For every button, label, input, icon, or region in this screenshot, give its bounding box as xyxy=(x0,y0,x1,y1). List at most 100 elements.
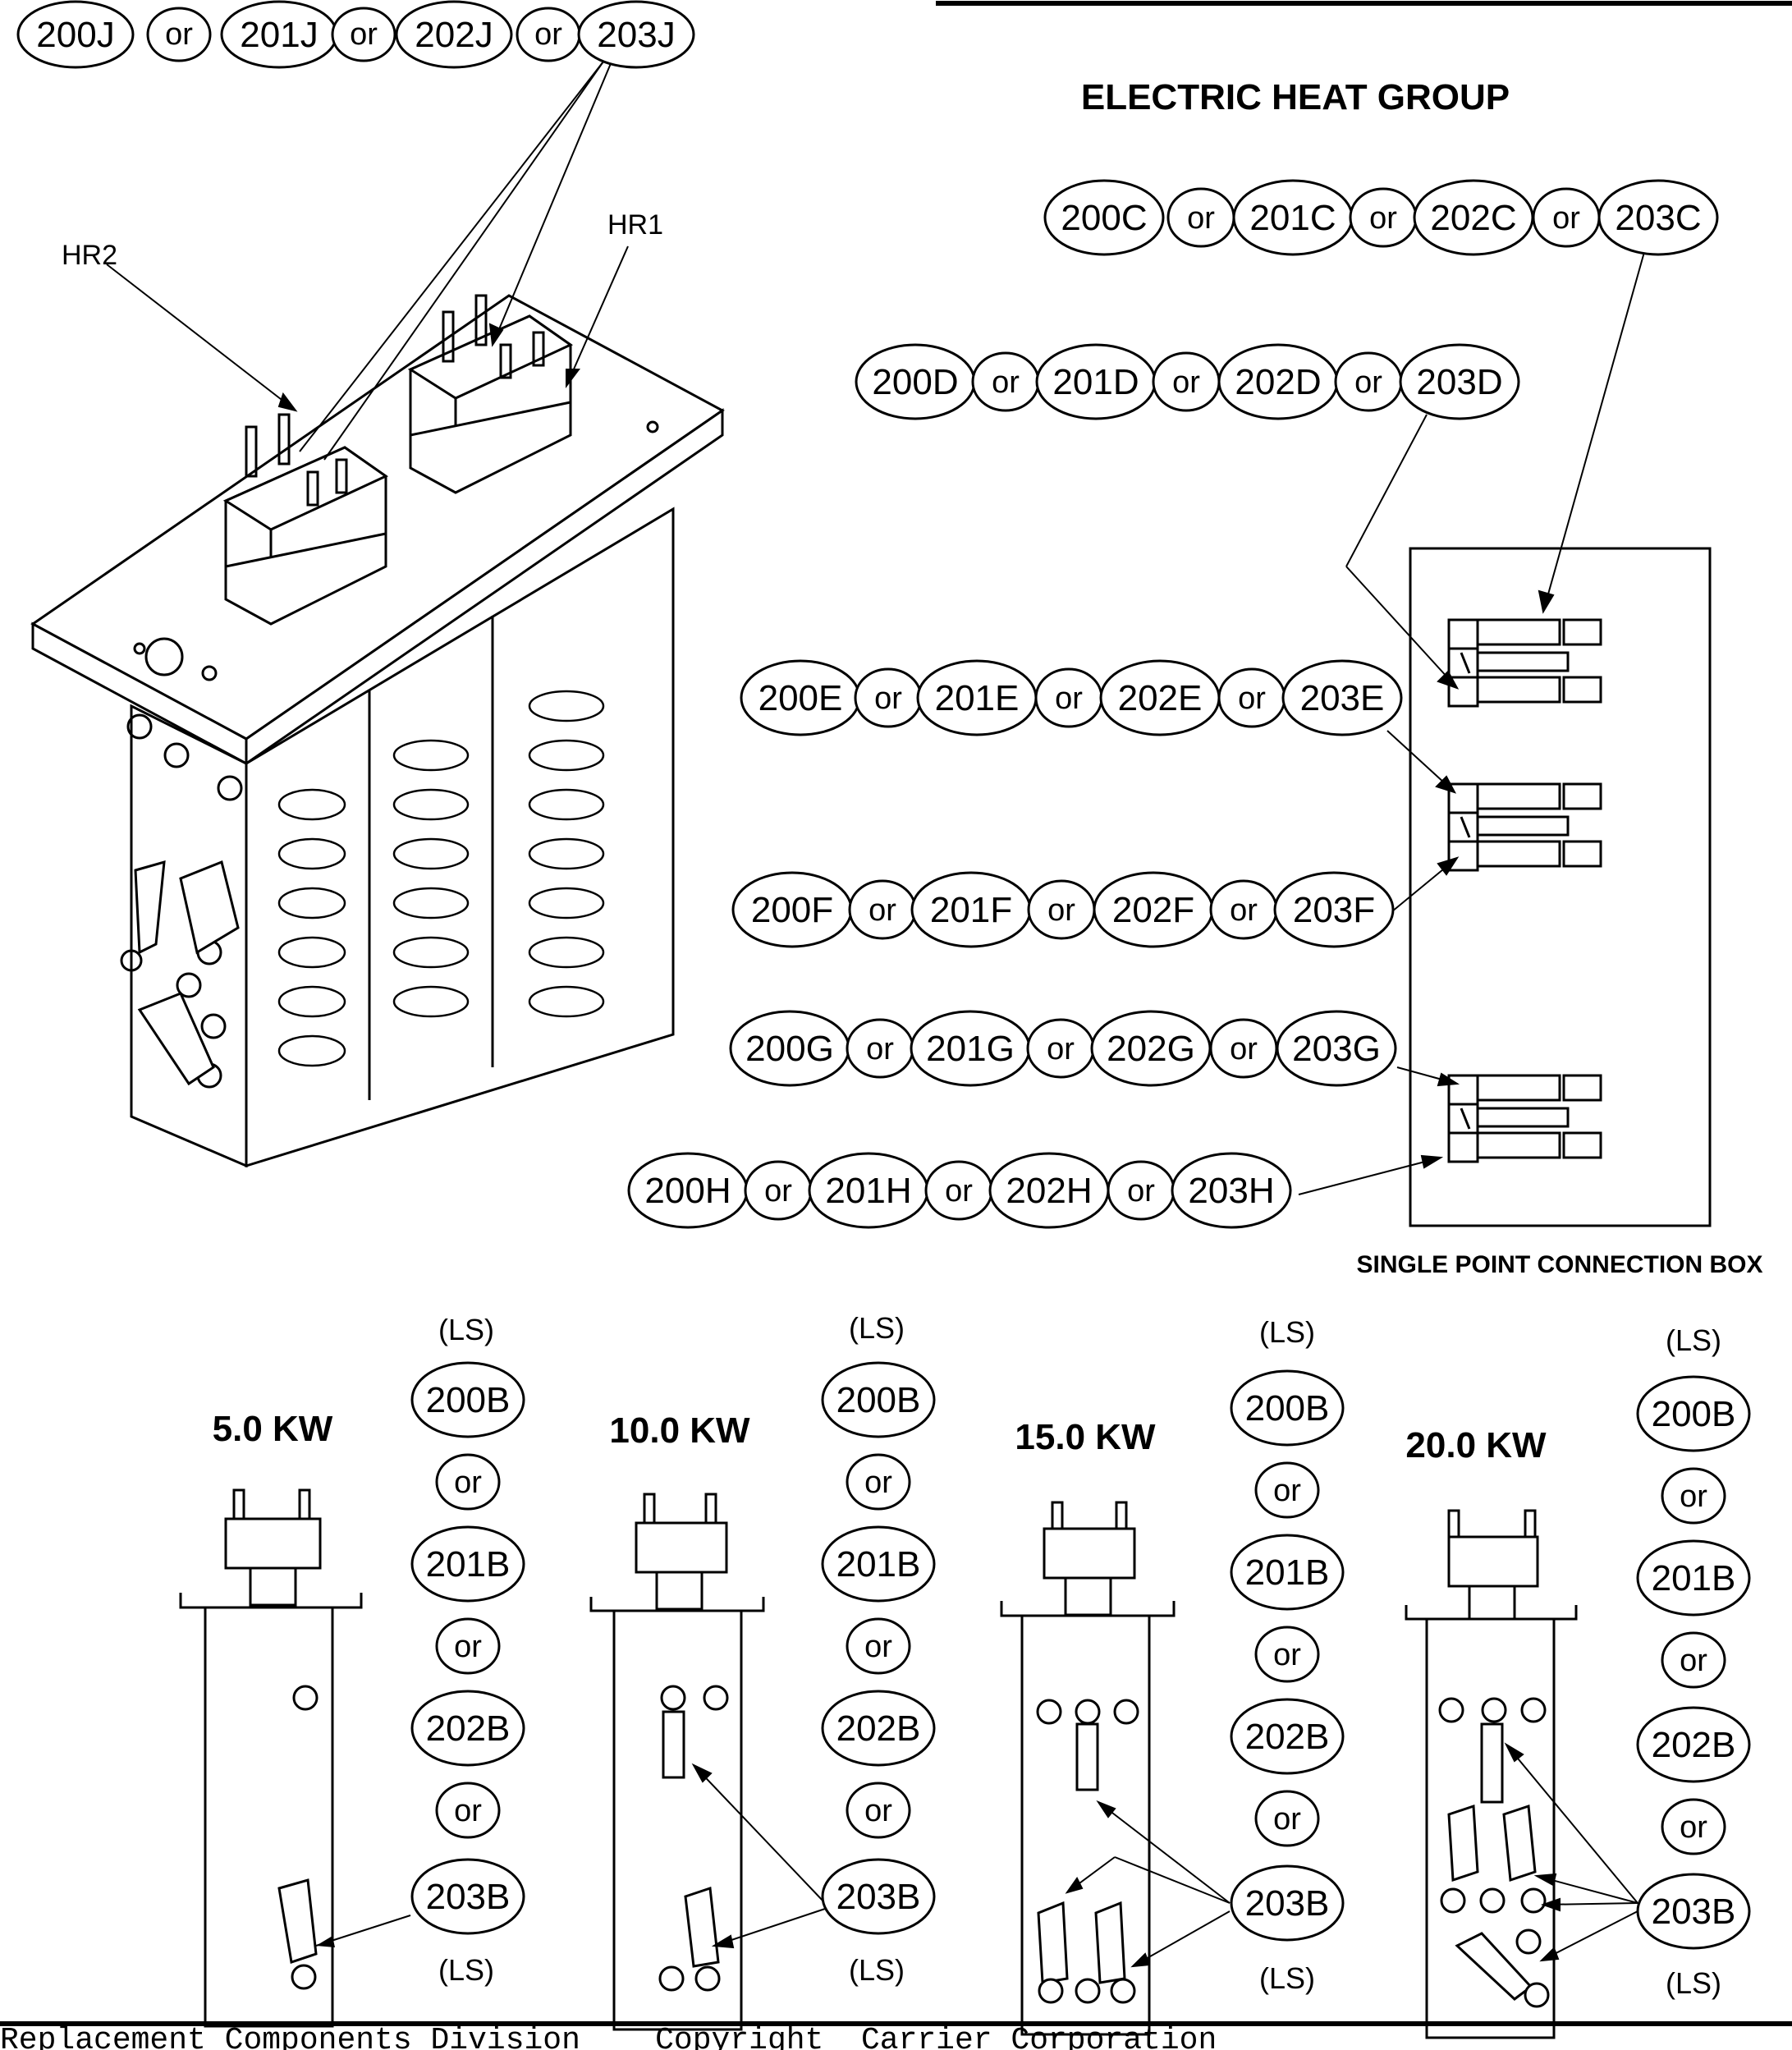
or-connector: or xyxy=(1055,681,1083,716)
panel-callouts-20kw: (LS) 200B or 201B or 202B or 203B (LS) xyxy=(1636,1323,1751,2000)
callout-201f: 201F xyxy=(930,890,1012,930)
callout-202h: 202H xyxy=(1006,1171,1092,1211)
or-connector: or xyxy=(1680,1479,1707,1514)
ls-label-bottom: (LS) xyxy=(438,1953,494,1987)
callout-200d: 200D xyxy=(872,362,958,402)
callout-200g: 200G xyxy=(745,1029,834,1069)
callout-201e: 201E xyxy=(935,678,1020,718)
callout-200b: 200B xyxy=(426,1380,511,1420)
callout-202b: 202B xyxy=(836,1708,921,1749)
callout-203b: 203B xyxy=(1652,1892,1736,1932)
or-connector: or xyxy=(1354,365,1382,400)
callout-203d: 203D xyxy=(1416,362,1502,402)
callout-row-e: 200E or 201E or 202E or 203E xyxy=(740,659,1403,736)
or-connector: or xyxy=(165,17,193,52)
or-connector: or xyxy=(1047,893,1075,928)
callout-203b: 203B xyxy=(836,1877,921,1917)
ls-label-bottom: (LS) xyxy=(849,1953,905,1987)
callout-201b: 201B xyxy=(1652,1558,1736,1598)
heater-panel-5kw: 5.0 KW xyxy=(179,1409,411,2028)
panel-kw-label: 15.0 KW xyxy=(1015,1417,1156,1457)
callout-row-h: 200H or 201H or 202H or 203H xyxy=(627,1152,1292,1229)
callout-201j: 201J xyxy=(240,15,318,55)
or-connector: or xyxy=(1238,681,1266,716)
ls-label-top: (LS) xyxy=(438,1313,494,1346)
callout-row-f: 200F or 201F or 202F or 203F xyxy=(731,871,1395,948)
panel-callouts-10kw: (LS) 200B or 201B or 202B or 203B (LS) xyxy=(821,1311,936,1987)
panel-callouts-5kw: (LS) 200B or 201B or 202B or 203B (LS) xyxy=(410,1313,525,1987)
callout-202d: 202D xyxy=(1235,362,1321,402)
callout-row-j: 200J or 201J or 202J or 203J xyxy=(16,0,695,69)
callout-203f: 203F xyxy=(1293,890,1375,930)
or-connector: or xyxy=(1230,1032,1258,1066)
j-leader-lines xyxy=(299,61,612,461)
hr-leader-lines xyxy=(106,245,629,412)
ls-label-bottom: (LS) xyxy=(1259,1961,1315,1995)
or-connector: or xyxy=(945,1174,973,1208)
callout-201d: 201D xyxy=(1052,362,1139,402)
callout-200f: 200F xyxy=(751,890,833,930)
or-connector: or xyxy=(1273,1638,1301,1672)
or-connector: or xyxy=(1273,1802,1301,1837)
callout-200b: 200B xyxy=(1652,1394,1736,1434)
ls-label-top: (LS) xyxy=(849,1311,905,1345)
callout-201b: 201B xyxy=(836,1544,921,1585)
ls-label-bottom: (LS) xyxy=(1666,1966,1721,2000)
callout-200h: 200H xyxy=(644,1171,731,1211)
panel-callouts-15kw: (LS) 200B or 201B or 202B or 203B (LS) xyxy=(1230,1315,1345,1995)
or-connector: or xyxy=(454,1794,482,1828)
heater-panel-10kw: 10.0 KW xyxy=(589,1410,826,2031)
diagram-title: ELECTRIC HEAT GROUP xyxy=(1081,77,1510,117)
or-connector: or xyxy=(874,681,902,716)
callout-200e: 200E xyxy=(759,678,843,718)
or-connector: or xyxy=(1127,1174,1155,1208)
connection-box-drawing xyxy=(1409,547,1712,1227)
callout-201b: 201B xyxy=(426,1544,511,1585)
callout-202b: 202B xyxy=(426,1708,511,1749)
callout-row-g: 200G or 201G or 202G or 203G xyxy=(729,1010,1397,1087)
or-connector: or xyxy=(534,17,562,52)
or-connector: or xyxy=(454,1465,482,1500)
callout-202c: 202C xyxy=(1430,198,1516,238)
footer-text: Replacement Components Division Copyrigh… xyxy=(0,2023,1217,2050)
callout-202f: 202F xyxy=(1112,890,1194,930)
ls-label-top: (LS) xyxy=(1666,1323,1721,1357)
or-connector: or xyxy=(764,1174,792,1208)
or-connector: or xyxy=(869,893,896,928)
or-connector: or xyxy=(1047,1032,1075,1066)
panel-kw-label: 20.0 KW xyxy=(1405,1425,1547,1465)
callout-200j: 200J xyxy=(36,15,114,55)
or-connector: or xyxy=(992,365,1020,400)
or-connector: or xyxy=(350,17,378,52)
connection-box-label: SINGLE POINT CONNECTION BOX xyxy=(1356,1251,1762,1278)
or-connector: or xyxy=(866,1032,894,1066)
callout-201h: 201H xyxy=(825,1171,911,1211)
callout-200b: 200B xyxy=(1245,1388,1330,1429)
callout-202b: 202B xyxy=(1652,1725,1736,1765)
or-connector: or xyxy=(1230,893,1258,928)
callout-202b: 202B xyxy=(1245,1717,1330,1757)
callout-row-d: 200D or 201D or 202D or 203D xyxy=(855,343,1520,420)
heater-panel-15kw: 15.0 KW xyxy=(1000,1417,1231,2036)
callout-201g: 201G xyxy=(926,1029,1015,1069)
hr1-label: HR1 xyxy=(607,209,663,241)
or-connector: or xyxy=(864,1465,892,1500)
callout-203c: 203C xyxy=(1615,198,1701,238)
panel-kw-label: 10.0 KW xyxy=(609,1410,750,1451)
panel-kw-label: 5.0 KW xyxy=(213,1409,333,1449)
callout-203b: 203B xyxy=(1245,1883,1330,1924)
or-connector: or xyxy=(1273,1474,1301,1508)
callout-201b: 201B xyxy=(1245,1552,1330,1593)
callout-203e: 203E xyxy=(1300,678,1385,718)
or-connector: or xyxy=(1680,1644,1707,1678)
callout-202e: 202E xyxy=(1118,678,1203,718)
callout-203h: 203H xyxy=(1188,1171,1274,1211)
callout-row-c: 200C or 201C or 202C or 203C xyxy=(1043,179,1719,256)
or-connector: or xyxy=(1552,201,1580,236)
or-connector: or xyxy=(864,1630,892,1664)
heater-assembly-drawing xyxy=(30,294,725,1168)
or-connector: or xyxy=(1680,1810,1707,1845)
or-connector: or xyxy=(1187,201,1215,236)
box-leader-lines xyxy=(1298,245,1647,1195)
